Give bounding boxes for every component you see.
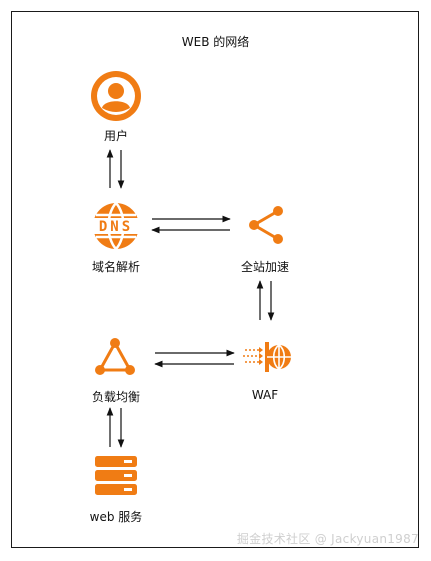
share-nodes-icon <box>243 201 291 249</box>
user-icon <box>90 70 142 122</box>
firewall-icon <box>241 337 293 377</box>
svg-text:DNS: DNS <box>99 219 133 235</box>
diagram-title: WEB 的网络 <box>181 35 250 49</box>
dns-icon: DNS <box>90 200 142 252</box>
cdn-label: 全站加速 <box>240 260 289 274</box>
watermark: 掘金技术社区 @ Jackyuan1987 <box>236 532 419 546</box>
lb-label: 负载均衡 <box>91 390 140 404</box>
load-balancer-icon <box>91 335 139 379</box>
user-label: 用户 <box>103 129 128 143</box>
server-icon <box>94 455 138 497</box>
web-label: web 服务 <box>89 510 143 524</box>
waf-label: WAF <box>251 388 279 402</box>
diagram-frame <box>11 11 419 548</box>
dns-label: 域名解析 <box>91 260 140 274</box>
